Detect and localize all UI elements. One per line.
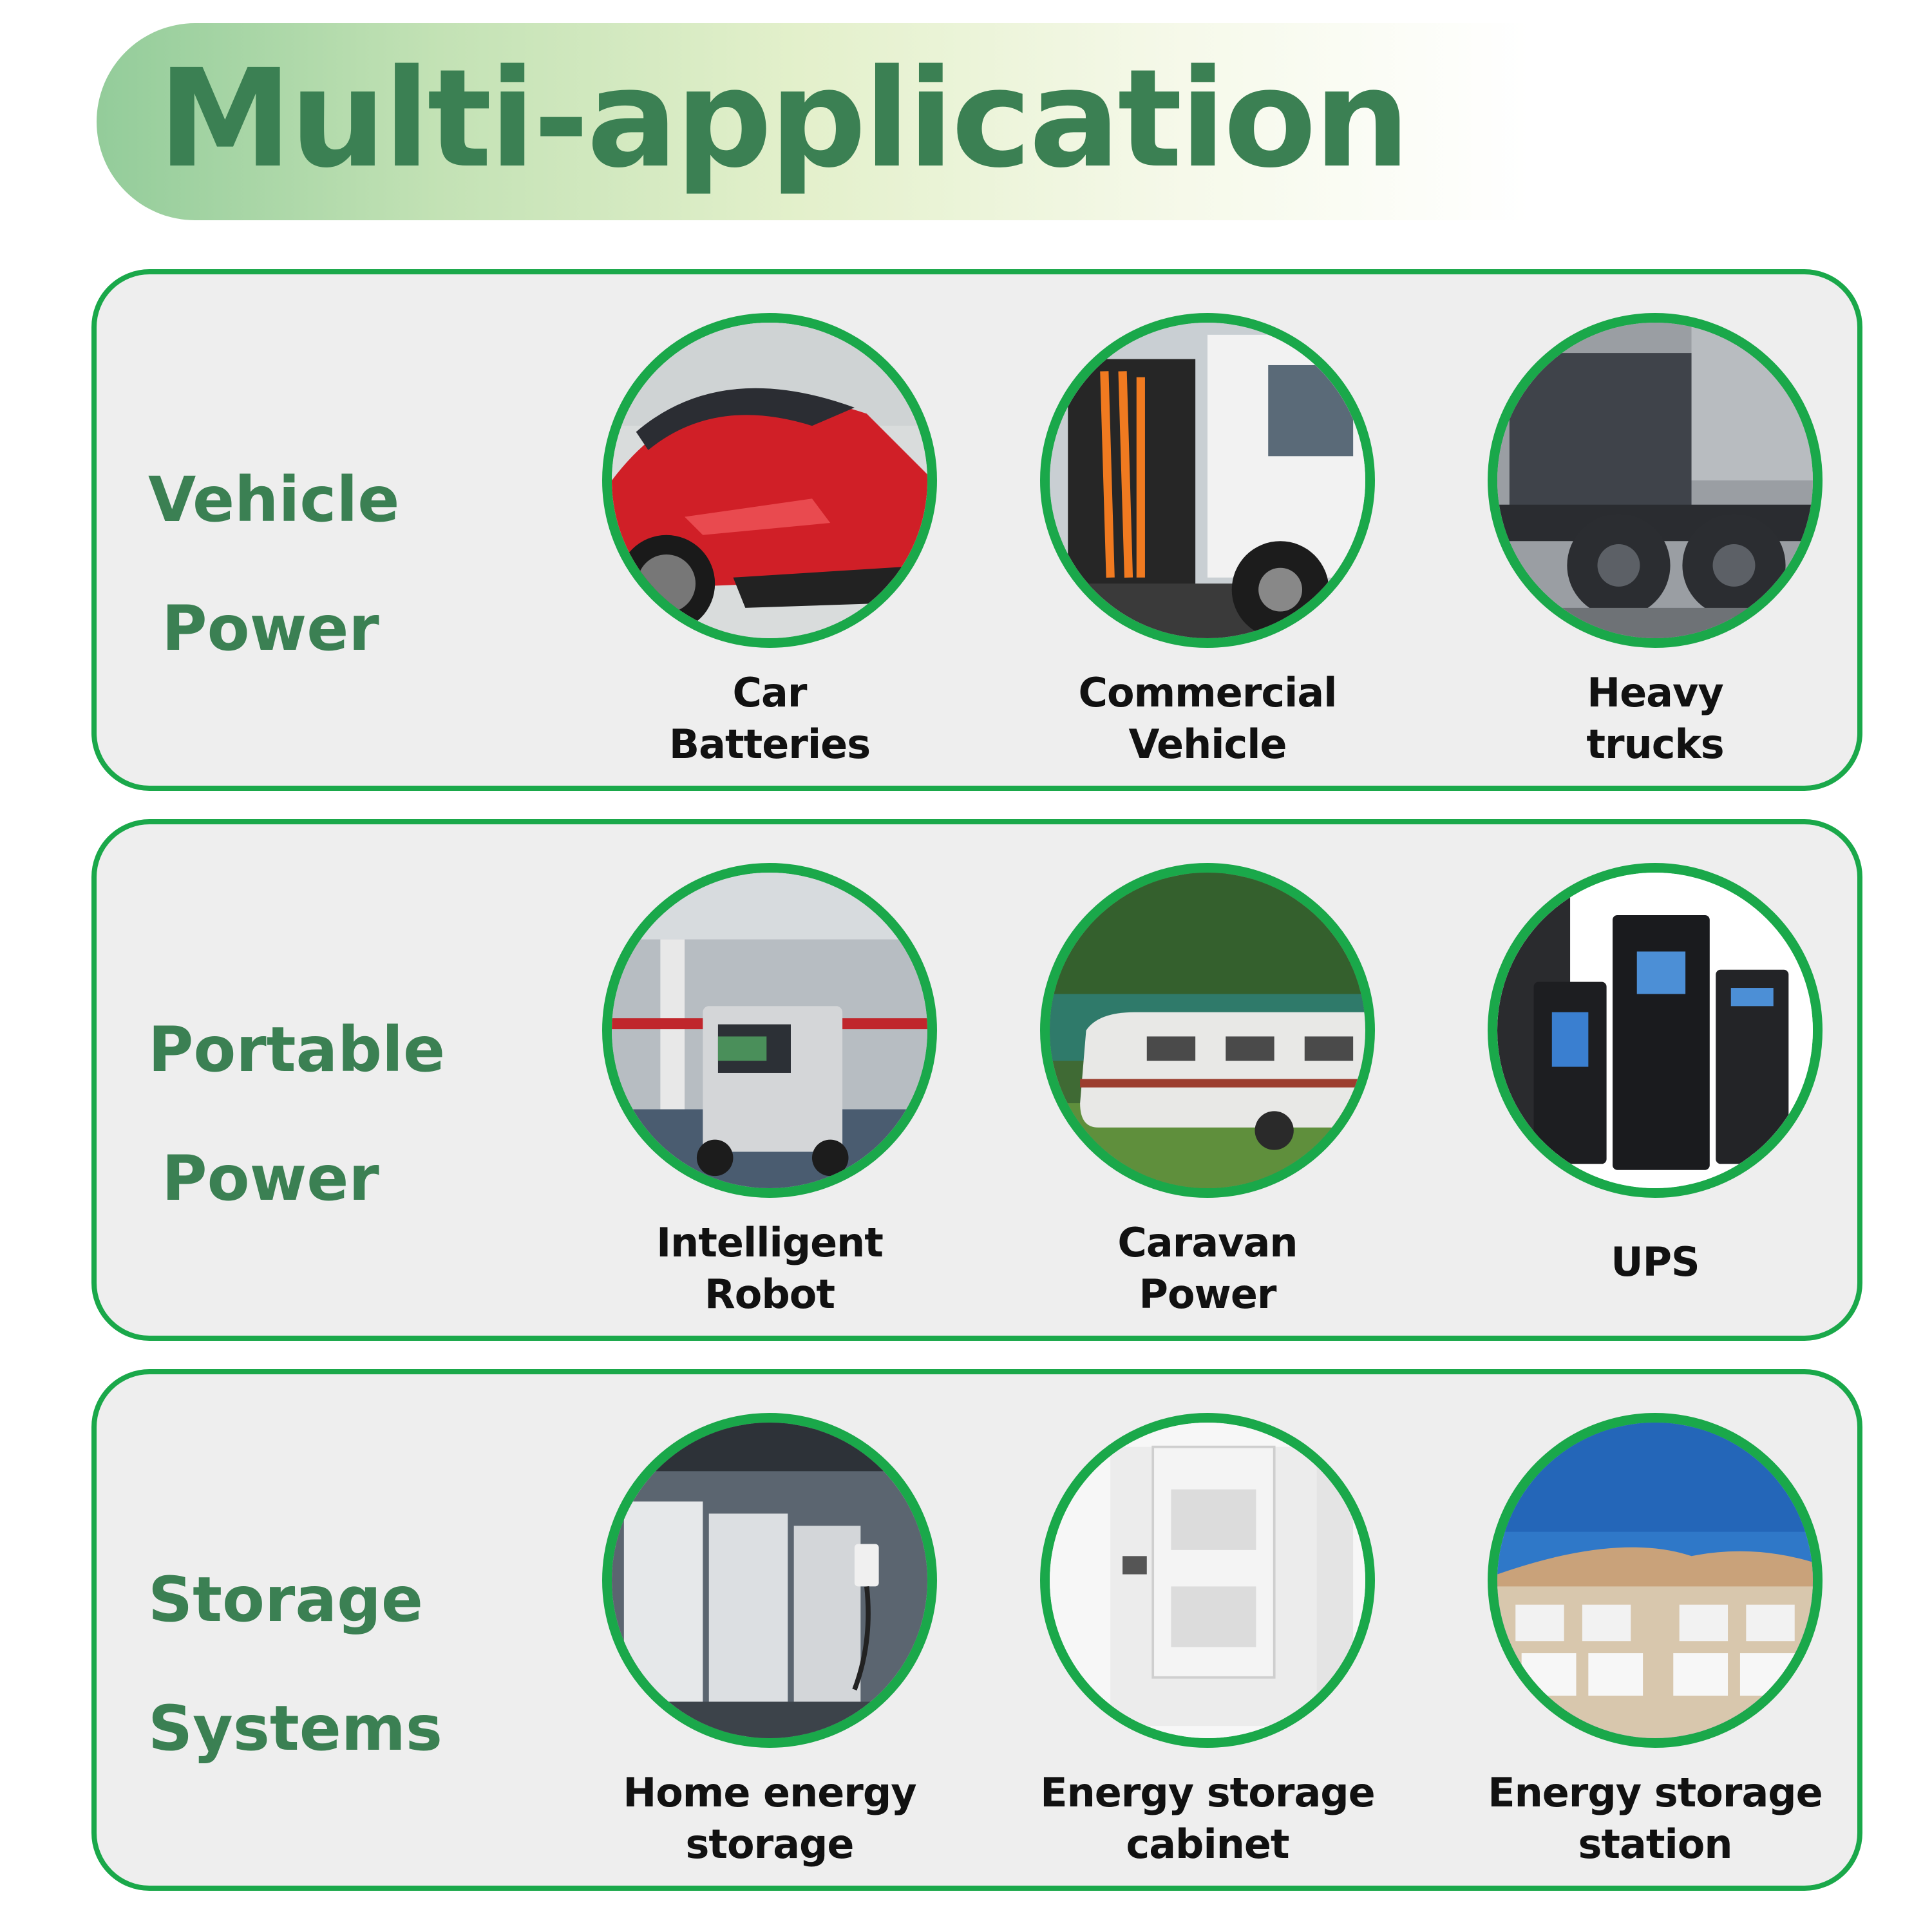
category-panel-storage-systems: Storage Systems Home energy storage [91,1369,1862,1891]
home-storage-photo-icon [602,1413,937,1748]
item-label: UPS [1611,1238,1700,1285]
category-panel-portable-power: Portable Power Intelligent Robot [91,819,1862,1341]
item-label: Commercial Vehicle [1078,669,1337,768]
caravan-photo-icon [1040,863,1375,1198]
item-label: Caravan Power [1117,1219,1298,1318]
item-label: Energy storage cabinet [1040,1769,1375,1868]
header-banner [97,23,1655,220]
item-label: Car Batteries [668,669,871,768]
heavy-truck-photo-icon [1488,313,1823,648]
category-label: Storage Systems [148,1564,443,1765]
item-label: Heavy trucks [1586,669,1724,768]
page-title: Multi-application [158,40,1410,198]
truck-battery-photo-icon [1040,313,1375,648]
item-label: Energy storage station [1488,1769,1823,1868]
robot-photo-icon [602,863,937,1198]
item-label: Intelligent Robot [656,1219,884,1318]
storage-station-photo-icon [1488,1413,1823,1748]
category-label: Vehicle Power [148,464,400,665]
red-car-photo-icon [602,313,937,648]
category-panel-vehicle-power: Vehicle Power Car Batteries [91,269,1862,791]
storage-cabinet-photo-icon [1040,1413,1375,1748]
item-label: Home energy storage [623,1769,916,1868]
category-label: Portable Power [148,1014,446,1215]
ups-photo-icon [1488,863,1823,1198]
